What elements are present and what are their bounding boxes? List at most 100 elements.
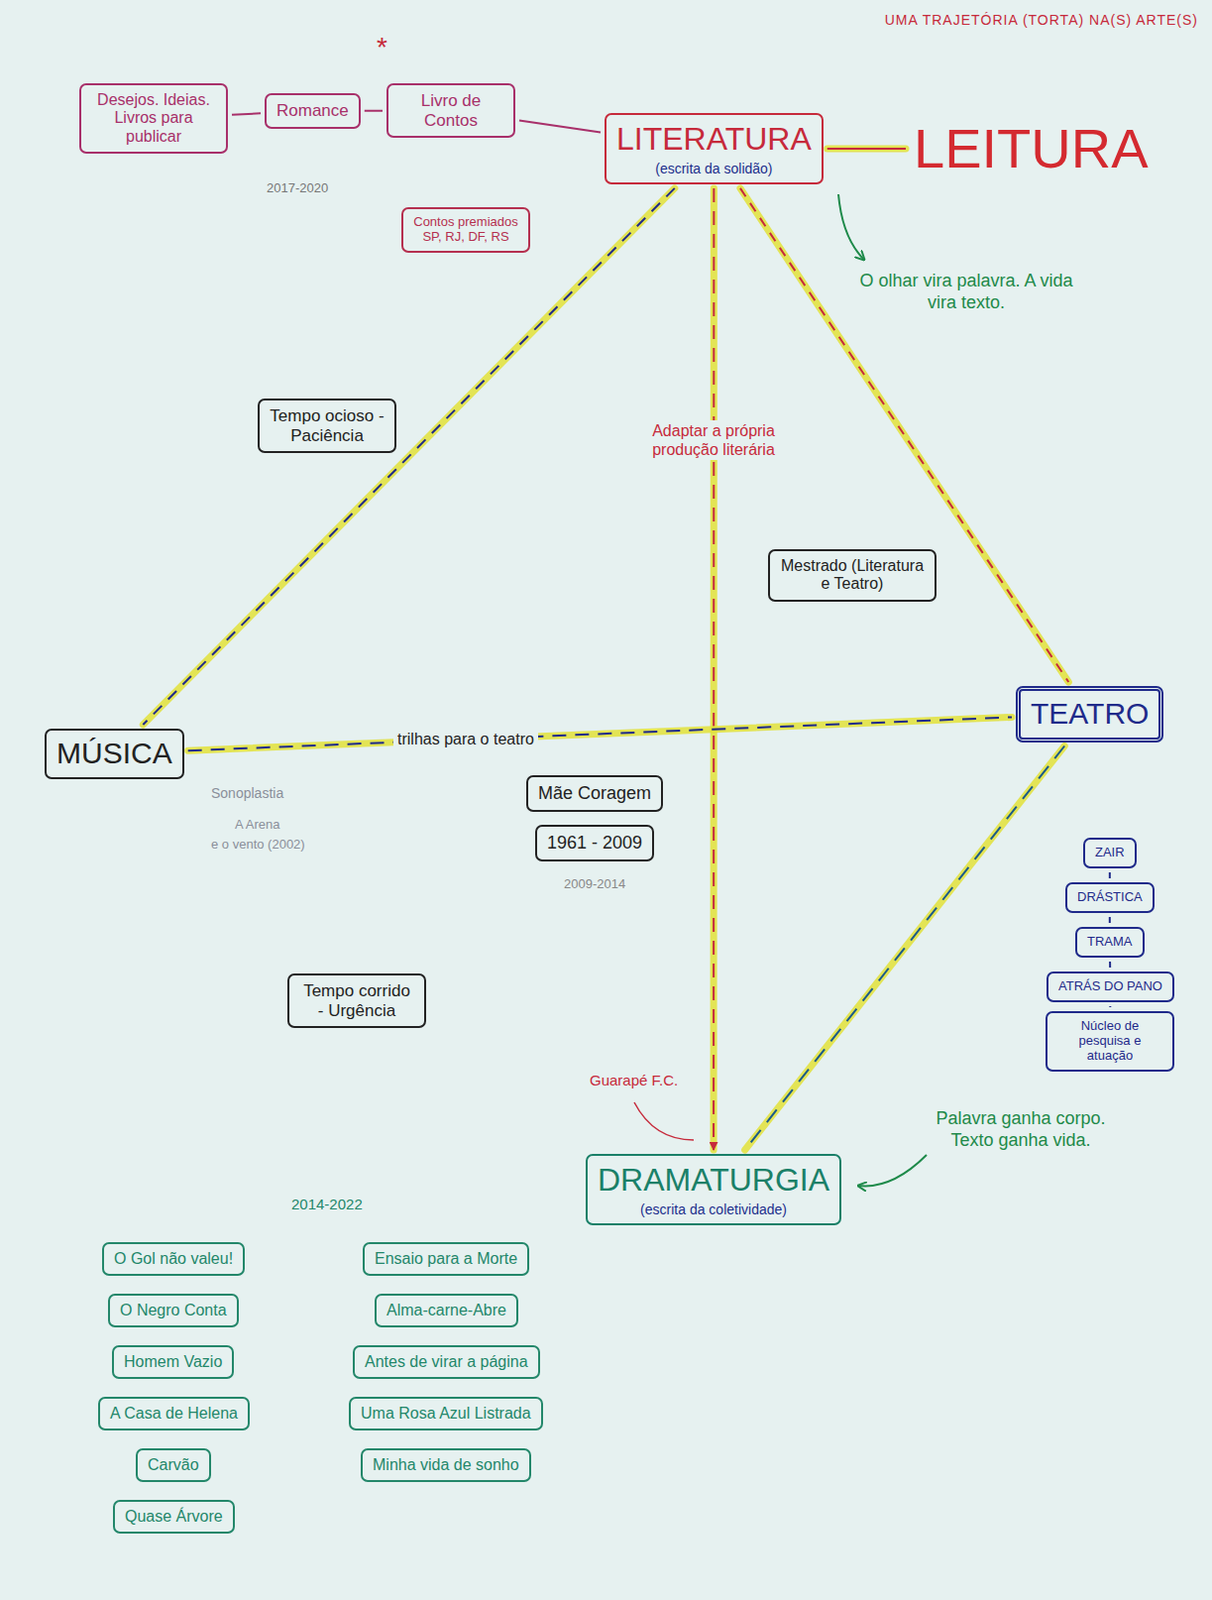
book-box: Livro de Contos xyxy=(386,83,516,138)
main-topic-box: MÚSICA xyxy=(44,728,185,779)
play-box: O Gol não valeu! xyxy=(102,1241,245,1276)
note-box: Tempo ocioso - Paciência xyxy=(257,398,397,453)
connector xyxy=(142,188,674,725)
connector xyxy=(231,112,261,114)
edge-label: trilhas para o teatro xyxy=(393,728,539,750)
group-box: Núcleo de pesquisa e atuação xyxy=(1045,1010,1175,1072)
node-title: Uma Rosa Azul Listrada xyxy=(360,1404,532,1423)
connector xyxy=(745,746,1066,1151)
note: Guarapé F.C. xyxy=(589,1071,678,1090)
node-title: Tempo ocioso - Paciência xyxy=(269,406,385,445)
note-box: Tempo corrido - Urgência xyxy=(287,973,427,1028)
connector xyxy=(827,148,906,150)
play-box: A Casa de Helena xyxy=(98,1396,250,1431)
book-box: Desejos. Ideias. Livros para publicar xyxy=(79,83,228,154)
note-box: Mãe Coragem xyxy=(526,774,663,812)
group-box: TRAMA xyxy=(1075,926,1145,958)
play-box: Homem Vazio xyxy=(111,1344,234,1379)
book-box: Romance xyxy=(264,93,361,129)
node-title: TRAMA xyxy=(1087,934,1133,950)
date-note: 2014-2022 xyxy=(291,1195,363,1213)
node-title: Ensaio para a Morte xyxy=(374,1249,518,1268)
connector-line xyxy=(1108,872,1111,879)
node-subtitle: (escrita da coletividade) xyxy=(597,1201,830,1217)
node-title: Antes de virar a página xyxy=(364,1352,529,1371)
node-title: TEATRO xyxy=(1030,696,1149,732)
play-box: Antes de virar a página xyxy=(352,1344,541,1379)
leader-line xyxy=(634,1101,694,1140)
node-title: A Casa de Helena xyxy=(110,1404,238,1423)
node-title: 1961 - 2009 xyxy=(547,832,643,854)
connector-line xyxy=(827,147,906,150)
node-title: ATRÁS DO PANO xyxy=(1058,979,1163,994)
connector-line xyxy=(231,112,261,114)
node-title: DRAMATURGIA xyxy=(597,1161,830,1199)
node-title: Carvão xyxy=(147,1455,200,1474)
connector-line xyxy=(188,716,1012,751)
play-box: Uma Rosa Azul Listrada xyxy=(348,1396,544,1431)
highlight-stroke xyxy=(188,716,1012,751)
note-box: Contos premiados SP, RJ, DF, RS xyxy=(401,207,531,253)
edge-label: Adaptar a própria produção literária xyxy=(625,420,802,460)
page-title: UMA TRAJETÓRIA (TORTA) NA(S) ARTE(S) xyxy=(884,11,1199,29)
highlight-stroke xyxy=(827,145,906,153)
node-title: Desejos. Ideias. Livros para publicar xyxy=(91,91,217,146)
topic-word: LEITURA xyxy=(909,116,1153,181)
node-title: Alma-carne-Abre xyxy=(386,1301,507,1320)
node-title: Núcleo de pesquisa e atuação xyxy=(1057,1018,1163,1064)
connector-line xyxy=(745,746,1066,1151)
mark: * xyxy=(376,30,388,65)
node-title: Quase Árvore xyxy=(124,1507,223,1526)
node-title: Livro de Contos xyxy=(398,91,504,130)
connector xyxy=(1108,916,1110,923)
connector xyxy=(364,110,383,111)
connector-line xyxy=(364,110,383,112)
node-title: DRÁSTICA xyxy=(1077,889,1143,905)
node-title: Tempo corrido - Urgência xyxy=(299,981,415,1020)
group-box: DRÁSTICA xyxy=(1065,881,1155,913)
connector xyxy=(188,716,1012,751)
play-box: O Negro Conta xyxy=(108,1293,239,1327)
node-title: Romance xyxy=(276,101,349,121)
connector xyxy=(713,188,715,1150)
highlight-stroke xyxy=(745,746,1066,1151)
note: e o vento (2002) xyxy=(211,836,306,853)
connector-line xyxy=(1108,961,1111,968)
date-note: 2017-2020 xyxy=(266,180,329,197)
connector-line xyxy=(1108,916,1111,923)
main-topic-box: TEATRO xyxy=(1015,685,1164,743)
note: A Arena xyxy=(234,816,281,833)
main-topic-box: LITERATURA (escrita da solidão) xyxy=(604,112,824,185)
group-box: ZAIR xyxy=(1083,837,1137,869)
highlight-stroke xyxy=(710,188,718,1150)
leader-arrow xyxy=(858,1154,927,1186)
connector-line xyxy=(519,120,601,133)
connector-line xyxy=(1108,1005,1111,1007)
node-title: LEITURA xyxy=(913,116,1149,181)
leader-arrow xyxy=(838,194,865,260)
node-title: O Negro Conta xyxy=(119,1301,227,1320)
highlight-stroke xyxy=(142,188,674,725)
note: Sonoplastia xyxy=(211,784,284,802)
connector-line xyxy=(142,188,674,725)
node-title: LITERATURA xyxy=(616,120,812,158)
date-note: 2009-2014 xyxy=(563,876,626,892)
node-title: Homem Vazio xyxy=(123,1352,222,1371)
group-box: ATRÁS DO PANO xyxy=(1046,971,1175,1002)
date-box: 1961 - 2009 xyxy=(535,824,655,862)
play-box: Minha vida de sonho xyxy=(360,1447,532,1482)
play-box: Alma-carne-Abre xyxy=(374,1293,519,1327)
play-box: Quase Árvore xyxy=(112,1499,235,1534)
node-subtitle: (escrita da solidão) xyxy=(616,160,812,177)
node-title: Mãe Coragem xyxy=(538,782,652,804)
play-box: Ensaio para a Morte xyxy=(362,1241,530,1276)
note: O olhar vira palavra. A vida vira texto. xyxy=(857,270,1076,314)
node-title: Contos premiados SP, RJ, DF, RS xyxy=(413,215,519,245)
connector xyxy=(1109,1005,1111,1007)
main-topic-box: DRAMATURGIA (escrita da coletividade) xyxy=(585,1153,842,1225)
connector xyxy=(519,120,601,133)
node-title: O Gol não valeu! xyxy=(113,1249,233,1268)
note: Palavra ganha corpo. Texto ganha vida. xyxy=(921,1107,1120,1151)
connector xyxy=(1108,872,1110,879)
